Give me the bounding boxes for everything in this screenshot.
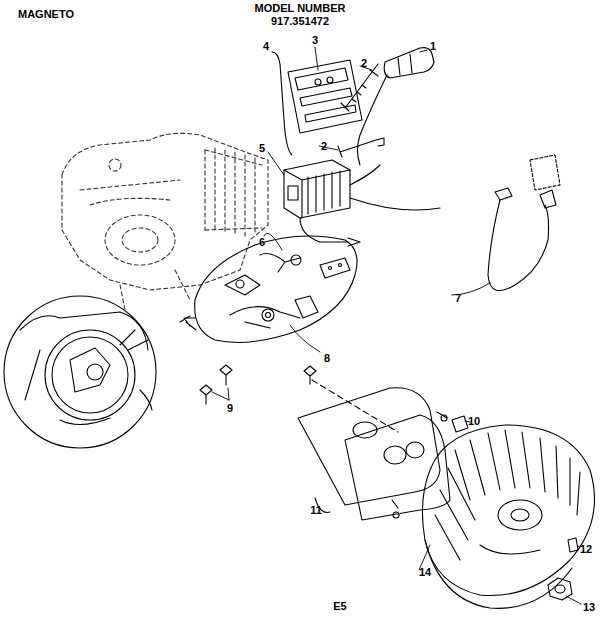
callout-number: 13 [583,601,595,613]
ignition-wire [488,155,560,291]
callout-number: 12 [580,543,592,555]
magneto-cover [298,388,450,520]
bolt-thread [352,85,366,102]
bolt [341,64,378,111]
callout-number: 9 [227,402,233,414]
leader-line [212,47,581,604]
callout-number: 4 [263,40,269,52]
bolt [338,138,384,157]
model-number: 917.351472 [271,15,329,27]
callout-number: 11 [310,504,322,516]
callout-number: 8 [324,352,330,364]
flywheel-key [568,538,578,552]
inset-view [4,296,156,448]
group-bracket [272,52,292,155]
model-number-heading: MODEL NUMBER [255,2,346,14]
callout-number: 10 [468,415,480,427]
coil-plate [288,60,362,133]
figure-code: E5 [333,600,346,612]
callout-number: 2 [321,140,327,152]
alignment-line [312,380,398,432]
callout-number: 2 [361,57,367,69]
callout-number: 7 [455,292,461,304]
flywheel [422,425,594,608]
spark-plug-boot [358,48,435,165]
breaker-plate [185,236,357,342]
nut [548,578,572,600]
screw [180,316,316,404]
callout-number: 6 [259,236,265,248]
ignition-coil [284,160,440,246]
diagram-title: MAGNETO [18,8,74,20]
callout-number: 5 [259,142,265,154]
callout-number: 1 [430,40,436,52]
felt [452,416,468,432]
engine-block [62,133,268,310]
callout-number: 14 [419,566,431,578]
callout-number: 3 [312,34,318,46]
